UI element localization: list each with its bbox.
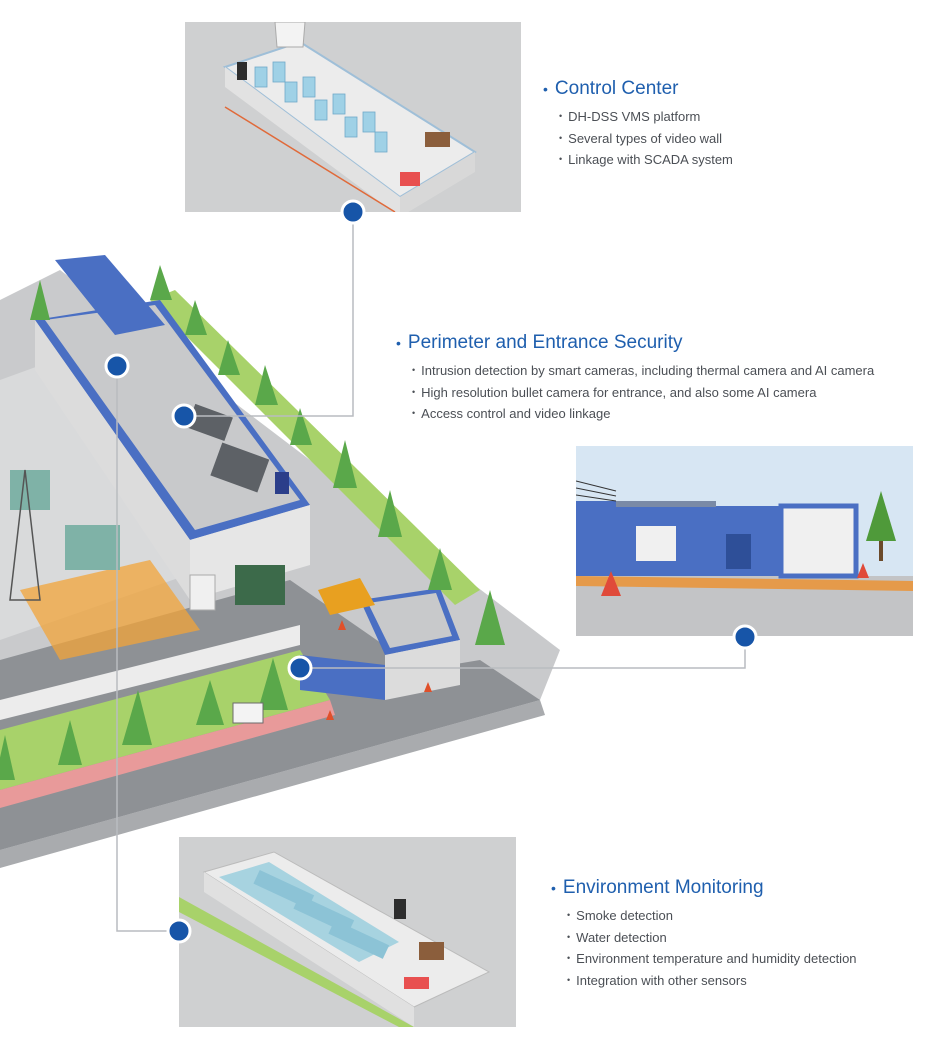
perimeter-title: Perimeter and Entrance Security — [407, 332, 683, 353]
building-front — [190, 505, 310, 600]
control-center-title: Control Center — [554, 78, 679, 99]
power-pylon — [9, 469, 41, 601]
environment-heading: • Environment Monitoring — [551, 877, 857, 899]
list-item: •Intrusion detection by smart cameras, i… — [412, 363, 875, 378]
entrance-gate-illustration — [576, 446, 913, 636]
list-item: •DH-DSS VMS platform — [559, 109, 701, 124]
control-center-list: •DH-DSS VMS platform •Several types of v… — [543, 106, 733, 171]
control-center-section: • Control Center •DH-DSS VMS platform •S… — [543, 78, 733, 171]
list-item: •Access control and video linkage — [412, 406, 611, 421]
signboard — [232, 702, 264, 724]
list-item: •Integration with other sensors — [567, 972, 747, 988]
traffic-cones — [326, 620, 432, 720]
list-item: •High resolution bullet camera for entra… — [412, 384, 817, 400]
heading-bullet: • — [396, 335, 401, 351]
environment-section: • Environment Monitoring •Smoke detectio… — [551, 877, 857, 991]
transformer — [65, 525, 120, 570]
control-center-illustration — [185, 22, 521, 212]
perimeter-section: • Perimeter and Entrance Security •Intru… — [396, 332, 874, 425]
perimeter-heading: • Perimeter and Entrance Security — [396, 332, 874, 354]
list-item: •Linkage with SCADA system — [559, 152, 733, 167]
environment-monitoring-illustration — [179, 837, 516, 1027]
transformer — [10, 470, 50, 510]
list-item: •Smoke detection — [567, 908, 673, 923]
car — [318, 578, 375, 615]
control-center-heading: • Control Center — [543, 78, 733, 100]
guard-house-top — [368, 593, 452, 648]
list-item: •Several types of video wall — [559, 130, 723, 146]
security-booth — [189, 574, 216, 611]
environment-title: Environment Monitoring — [562, 877, 764, 898]
environment-list: •Smoke detection •Water detection •Envir… — [551, 905, 857, 991]
roof-unit — [210, 442, 270, 493]
perimeter-list: •Intrusion detection by smart cameras, i… — [396, 360, 874, 425]
heading-bullet: • — [551, 880, 556, 896]
roof-equipment — [275, 472, 289, 494]
upper-block — [55, 255, 165, 335]
heading-bullet: • — [543, 81, 548, 97]
list-item: •Water detection — [567, 929, 667, 945]
list-item: •Environment temperature and humidity de… — [567, 951, 857, 966]
garage-door — [235, 565, 285, 605]
